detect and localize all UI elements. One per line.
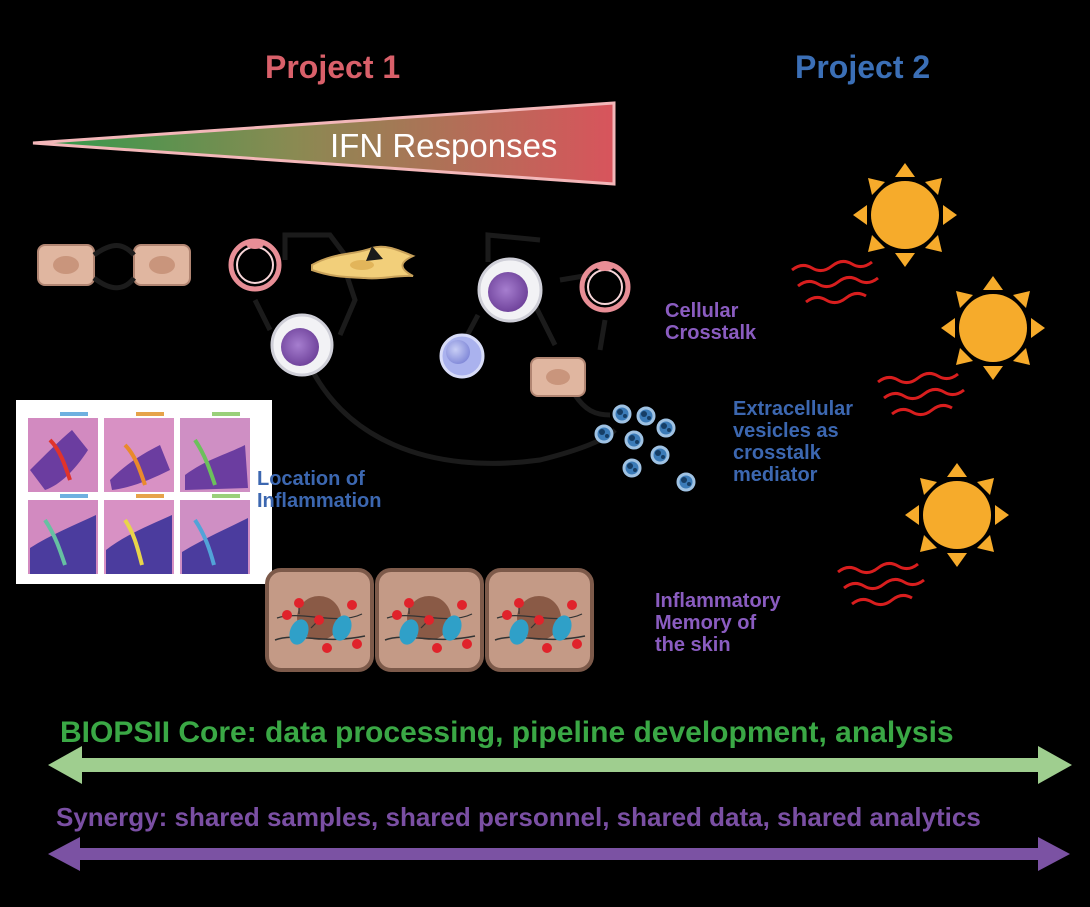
crosstalk-connectors — [252, 232, 617, 466]
small-keratinocyte — [530, 357, 586, 397]
extracellular-vesicles — [594, 404, 696, 492]
pink-cell-right — [579, 261, 631, 313]
synergy-bar-label: Synergy: shared samples, shared personne… — [56, 802, 981, 832]
tissue-map-grid — [28, 418, 250, 574]
synergy-arrow — [48, 837, 1070, 871]
lymphocyte-cell — [439, 333, 485, 379]
cellular-crosstalk-line-1: Cellular — [665, 300, 739, 322]
macrophage-right — [477, 257, 543, 323]
ev-line-1: Extracellular — [733, 398, 854, 420]
cellular-crosstalk-line-2: Crosstalk — [665, 322, 757, 344]
core-arrow — [48, 746, 1072, 784]
extracellular-vesicles-label: Extracellular vesicles as crosstalk medi… — [733, 398, 853, 486]
memory-line-2: Memory of — [655, 612, 757, 634]
core-bar-label: BIOPSII Core: data processing, pipeline … — [60, 716, 954, 749]
fibroblast-cell — [311, 245, 416, 280]
sun-bottom — [837, 463, 1009, 607]
keratinocyte-row — [265, 568, 594, 672]
project-2-title: Project 2 — [795, 49, 931, 85]
memory-line-1: Inflammatory — [655, 590, 781, 612]
sun-top — [791, 163, 957, 305]
cellular-crosstalk-label: Cellular Crosstalk — [665, 300, 756, 344]
project-1-title: Project 1 — [265, 49, 401, 85]
sun-middle — [877, 276, 1045, 417]
ev-line-3: crosstalk — [733, 442, 821, 464]
macrophage-left — [270, 313, 334, 377]
inflammatory-memory-label: Inflammatory Memory of the skin — [655, 590, 781, 656]
ifn-gradient-wedge — [32, 101, 616, 186]
location-line-2: Inflammation — [257, 490, 382, 512]
left-cell-pair — [37, 243, 191, 291]
pink-cell-left — [228, 238, 282, 292]
ev-line-4: mediator — [733, 464, 818, 486]
ev-line-2: vesicles as — [733, 420, 839, 442]
memory-line-3: the skin — [655, 634, 731, 656]
location-of-inflammation-label: Location of Inflammation — [257, 468, 381, 512]
ifn-responses-label: IFN Responses — [330, 127, 558, 164]
tissue-map-colorbars — [60, 412, 240, 498]
location-line-1: Location of — [257, 468, 365, 490]
tissue-map-panel — [16, 400, 272, 584]
